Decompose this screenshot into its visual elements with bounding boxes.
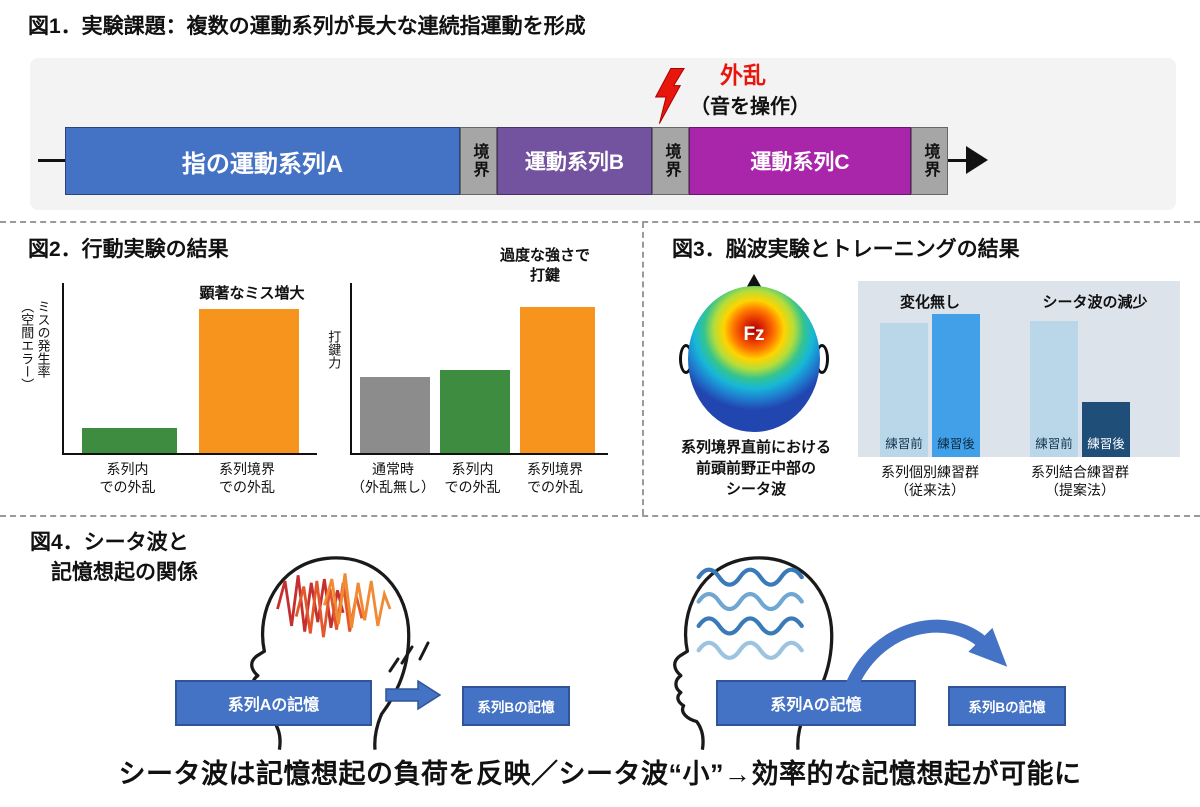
bar-miss-within — [82, 427, 177, 453]
memory-box-b-right: 系列Bの記憶 — [948, 686, 1066, 726]
force-chart-annotation: 過度な強さで 打鍵 — [499, 247, 590, 284]
force-xlabel-1: 通常時 （外乱無し） — [351, 461, 435, 495]
bar-separate-post: 練習後 — [932, 314, 980, 457]
memory-box-a-left: 系列Aの記憶 — [175, 680, 372, 726]
segment-boundary-2: 境界 — [652, 127, 689, 195]
smooth-transition-arrow-icon — [838, 606, 1018, 709]
miss-xlabel-1: 系列内 での外乱 — [99, 461, 156, 495]
force-xlabel-3: 系列境界 での外乱 — [527, 461, 583, 495]
fig2-title: 図2．行動実験の結果 — [28, 238, 229, 261]
bar-combined-pre: 練習前 — [1030, 321, 1078, 457]
fig4-title: 図4．シータ波と 記憶想起の関係 — [30, 531, 198, 585]
timeline-arrowhead-icon — [966, 146, 988, 174]
segment-boundary-3: 境界 — [911, 127, 948, 195]
conclusion-text: シータ波は記憶想起の負荷を反映／シータ波“小”→効率的な記憶想起が可能に — [118, 759, 1082, 789]
divider-top — [0, 221, 1200, 223]
theta-waves-large — [276, 573, 392, 638]
force-chart-plot — [350, 283, 608, 455]
bar-label: 練習前 — [1035, 437, 1073, 451]
segment-sequence-a: 指の運動系列A — [65, 127, 460, 195]
eeg-annotation-nochange: 変化無し — [899, 294, 960, 311]
bar-force-normal — [360, 376, 430, 453]
bar-label: 練習後 — [1087, 437, 1125, 451]
bar-label: 練習前 — [885, 437, 923, 451]
bar-force-boundary — [520, 306, 595, 453]
segment-sequence-c: 運動系列C — [689, 127, 911, 195]
bar-force-within — [440, 369, 510, 453]
miss-chart-plot — [62, 283, 317, 455]
fig3-title: 図3．脳波実験とトレーニングの結果 — [672, 238, 1020, 261]
bar-miss-boundary — [199, 308, 299, 453]
eeg-group-label-1: 系列個別練習群 （従来法） — [881, 464, 979, 499]
force-chart-ylabel: 打鍵力 — [326, 330, 342, 369]
eeg-topomap: Fz — [679, 274, 829, 432]
memory-box-a-right: 系列Aの記憶 — [716, 680, 916, 726]
eeg-group-label-2: 系列結合練習群 （提案法） — [1031, 464, 1129, 499]
miss-chart-annotation: 顕著なミス増大 — [199, 285, 305, 302]
disturbance-label: 外乱 — [720, 62, 766, 88]
topomap-scalp — [688, 286, 820, 432]
topomap-caption: 系列境界直前における 前頭前野正中部の シータ波 — [680, 439, 831, 498]
miss-xlabel-2: 系列境界 での外乱 — [219, 461, 275, 495]
fig1-title: 図1．実験課題：複数の運動系列が長大な連続指運動を形成 — [28, 15, 586, 38]
divider-middle-vertical — [642, 222, 644, 515]
segment-sequence-b: 運動系列B — [497, 127, 652, 195]
miss-chart-ylabel: ミスの発生率 （空間エラー） — [19, 300, 51, 391]
divider-bottom — [0, 515, 1200, 517]
lightning-bolt-icon — [648, 68, 686, 126]
topomap-electrode-label: Fz — [743, 323, 765, 345]
memory-box-b-left: 系列Bの記憶 — [462, 686, 570, 726]
disturbance-note: （音を操作） — [690, 96, 810, 118]
bar-combined-post: 練習後 — [1082, 402, 1130, 457]
force-xlabel-2: 系列内 での外乱 — [444, 461, 501, 495]
blocked-transition-arrow-icon — [378, 638, 463, 725]
segment-boundary-1: 境界 — [460, 127, 497, 195]
theta-waves-small — [696, 567, 804, 660]
bar-label: 練習後 — [937, 437, 975, 451]
bar-separate-pre: 練習前 — [880, 323, 928, 457]
eeg-annotation-decrease: シータ波の減少 — [1042, 294, 1148, 311]
eeg-chart-panel: 変化無し シータ波の減少 練習前 練習後 練習前 練習後 — [858, 281, 1180, 457]
